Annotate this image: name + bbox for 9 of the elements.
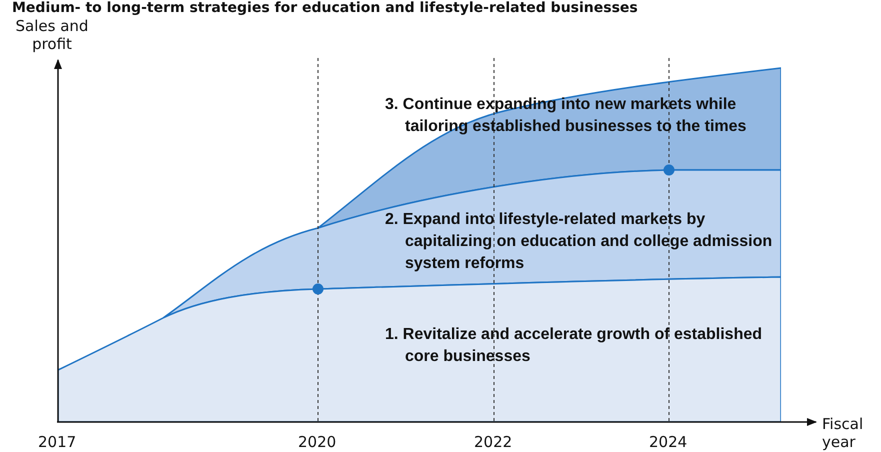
y-axis-label: Sales and profit: [14, 17, 90, 53]
year-label: 2020: [298, 433, 336, 451]
year-label: 2017: [38, 433, 76, 451]
chart-title: Medium- to long-term strategies for education and lifestyle-related businesses: [12, 0, 638, 16]
year-label: 2022: [474, 433, 512, 451]
strategy-text: 1. Revitalize and accelerate growth of established core businesses: [385, 325, 764, 367]
year-label: 2024: [649, 433, 688, 451]
x-axis-label: Fiscal year: [822, 415, 864, 451]
strategy-text: 2. Expand into lifestyle-related markets by capitalizing on education and college admission system reforms: [385, 210, 774, 274]
